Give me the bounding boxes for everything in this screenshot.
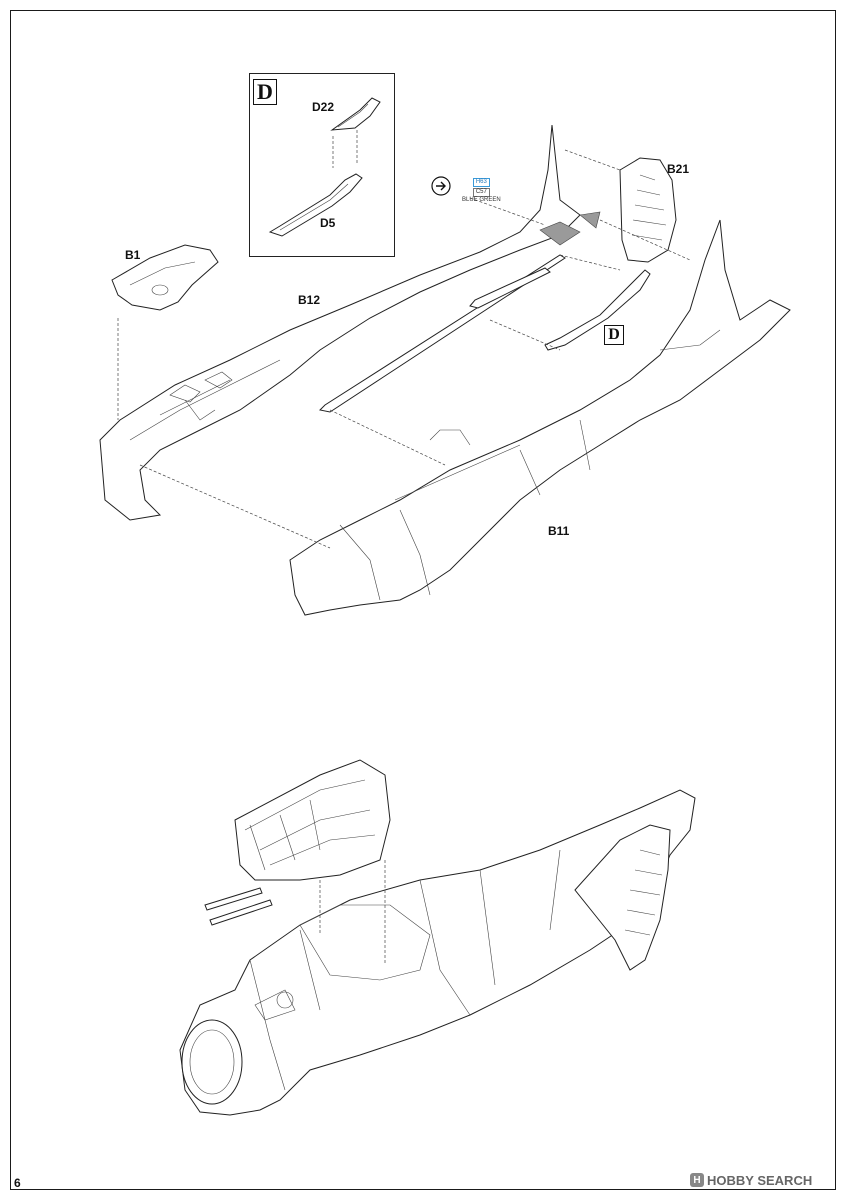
part-label-d22: D22 [312,100,335,114]
part-label-b11: B11 [548,524,570,538]
part-label-b1: B1 [125,248,141,262]
brush-icon [431,176,451,196]
callout-d-letter: D [604,325,624,345]
part-label-b21: B21 [667,162,690,176]
subassembly-d-drawing [268,97,381,237]
watermark: H HOBBY SEARCH [690,1170,812,1190]
page-number: 6 [14,1176,21,1190]
paint-code-blue: H63 [472,178,490,187]
upper-assembly-drawing [99,124,791,616]
watermark-logo-icon: H [690,1173,704,1187]
lower-assembly-drawing [179,759,696,1116]
part-label-b12: B12 [298,293,321,307]
watermark-brand: HOBBY SEARCH [707,1172,813,1188]
part-label-d5: D5 [320,216,336,230]
paint-callout: H63 C57 BLUE GREEN [462,178,501,204]
subassembly-d-box [249,73,395,257]
subassembly-d-letter: D [253,79,277,105]
paint-name: BLUE GREEN [462,197,501,203]
paint-code: C57 [472,188,490,197]
page-frame [10,10,836,1190]
